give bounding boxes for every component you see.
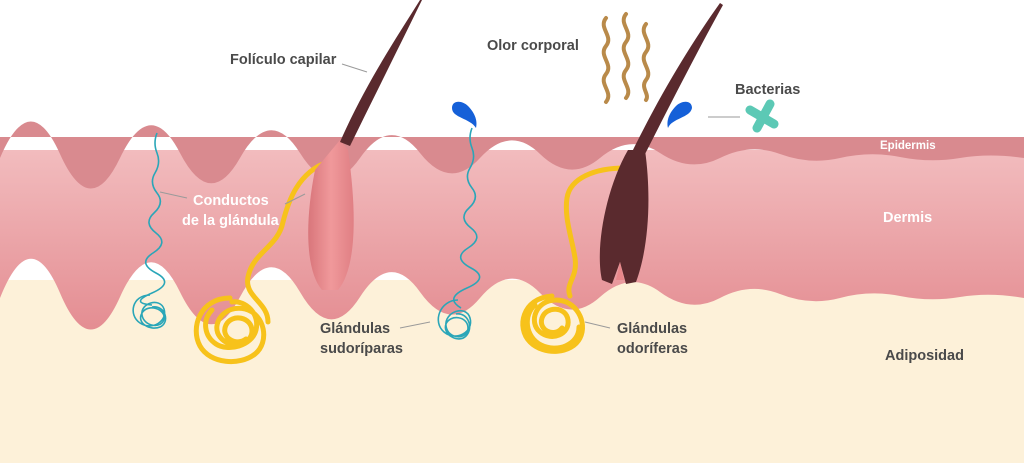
label-gland-ducts-1: Conductos: [193, 193, 269, 209]
label-epidermis: Epidermis: [880, 140, 936, 152]
epidermis-layer: [0, 121, 1024, 189]
label-adipose: Adiposidad: [885, 348, 964, 364]
label-odor-glands-1: Glándulas: [617, 321, 687, 337]
sweat-drop-icon: [452, 101, 477, 128]
odor-gland-left: [193, 159, 331, 365]
hair-follicle-left: [308, 0, 422, 290]
sweat-drop-icon: [667, 101, 692, 128]
label-dermis: Dermis: [883, 210, 932, 226]
sweat-gland-middle: [437, 127, 481, 340]
adipose-layer: [0, 280, 1024, 463]
label-odor-glands-2: odoríferas: [617, 341, 688, 357]
bacteria-icon: [745, 99, 779, 133]
odor-gland-right: [520, 165, 628, 354]
dermis-layer: [0, 150, 1024, 330]
label-sweat-glands-1: Glándulas: [320, 321, 390, 337]
sweat-gland-left: [132, 132, 167, 329]
label-hair-follicle: Folículo capilar: [230, 52, 337, 68]
hair-follicle-right: [599, 3, 723, 284]
odor-waves-icon: [601, 12, 651, 104]
leader-lines: [159, 63, 740, 329]
label-sweat-glands-2: sudoríparas: [320, 341, 403, 357]
label-body-odor: Olor corporal: [487, 38, 579, 54]
label-bacteria: Bacterias: [735, 82, 800, 98]
label-gland-ducts-2: de la glándula: [182, 213, 280, 229]
